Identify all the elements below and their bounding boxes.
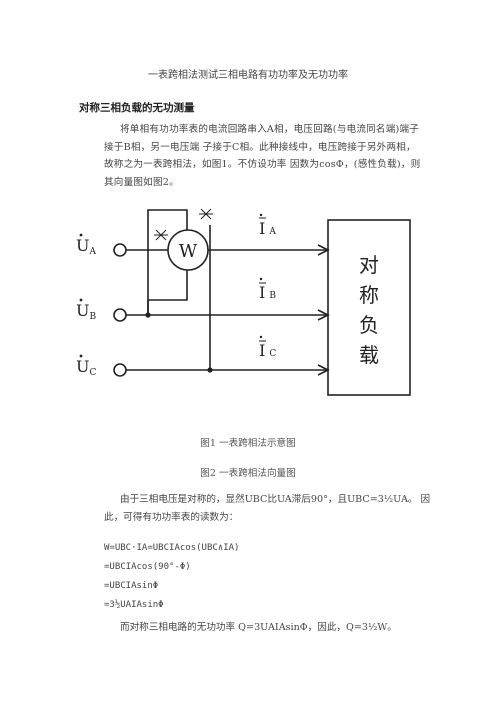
wattmeter-label: W — [179, 241, 198, 262]
svg-text:UA: UA — [76, 236, 96, 257]
formula-line-3: =UBCIAsinΦ — [104, 581, 159, 591]
wattmeter — [167, 229, 209, 271]
ib-subscript: B — [269, 291, 276, 301]
ia-subscript: A — [268, 227, 276, 237]
junction-c — [207, 367, 213, 373]
document-title: 一表跨相法测试三相电路有功功率及无功功率 — [148, 70, 348, 81]
ub-subscript: B — [89, 312, 96, 322]
svg-text:UB: UB — [76, 301, 96, 322]
figure2-caption: 图2 一表跨相法向量图 — [200, 468, 296, 479]
load-char-2: 称 — [359, 283, 379, 307]
uc-dot — [79, 354, 83, 358]
load-box — [327, 219, 411, 396]
ia-label: I — [259, 219, 265, 238]
polarity-mark-current-icon — [154, 229, 168, 241]
uc-subscript: C — [89, 368, 96, 378]
ic-subscript: C — [269, 349, 276, 359]
ic-label: I — [259, 341, 265, 360]
ub-dot — [79, 298, 83, 302]
svg-text:IB: IB — [259, 283, 276, 302]
ub-label: U — [76, 301, 89, 320]
figure1-caption: 图1 一表跨相法示意图 — [200, 438, 296, 449]
svg-text:IA: IA — [259, 219, 276, 238]
section-heading: 对称三相负载的无功测量 — [79, 102, 195, 114]
ua-subscript: A — [88, 247, 96, 257]
uc-label: U — [76, 357, 89, 376]
ua-dot — [79, 233, 83, 237]
terminal-b — [113, 308, 127, 322]
load-char-4: 载 — [359, 343, 379, 367]
paragraph-intro: 将单相有功功率表的电流回路串入A相，电压回路(与电流同名端)端子接于B相，另一电… — [104, 124, 421, 188]
paragraph-analysis: 由于三相电压是对称的，显然UBC比UA滞后90°，且UBC=3½UA。 因此，可… — [104, 494, 431, 523]
junction-b — [145, 312, 151, 318]
svg-text:UC: UC — [76, 357, 96, 378]
formula-line-4: =3½UAIAsinΦ — [104, 600, 164, 610]
terminal-a — [113, 243, 127, 257]
load-char-3: 负 — [359, 313, 379, 337]
formula-line-1: W=UBC·IA=UBCIAcos(UBC∧IA) — [104, 543, 240, 553]
formula-line-2: =UBCIAcos(90°-Φ) — [104, 562, 191, 572]
conclusion-text: 而对称三相电路的无功功率 Q=3UAIAsinΦ，因此，Q=3½W。 — [120, 622, 397, 633]
ib-label: I — [259, 283, 265, 302]
terminal-c — [113, 363, 127, 377]
load-char-1: 对 — [359, 253, 379, 277]
polarity-mark-voltage-icon — [199, 208, 213, 220]
ua-label: U — [76, 236, 89, 255]
svg-text:IC: IC — [259, 341, 276, 360]
